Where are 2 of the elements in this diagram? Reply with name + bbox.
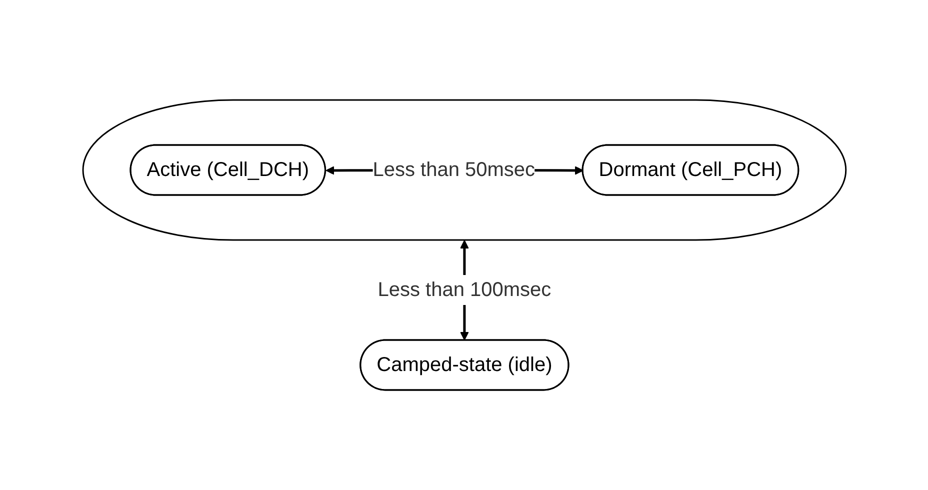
edge-label: Less than 100msec [377, 278, 551, 301]
edge-label: Less than 50msec [372, 158, 535, 181]
